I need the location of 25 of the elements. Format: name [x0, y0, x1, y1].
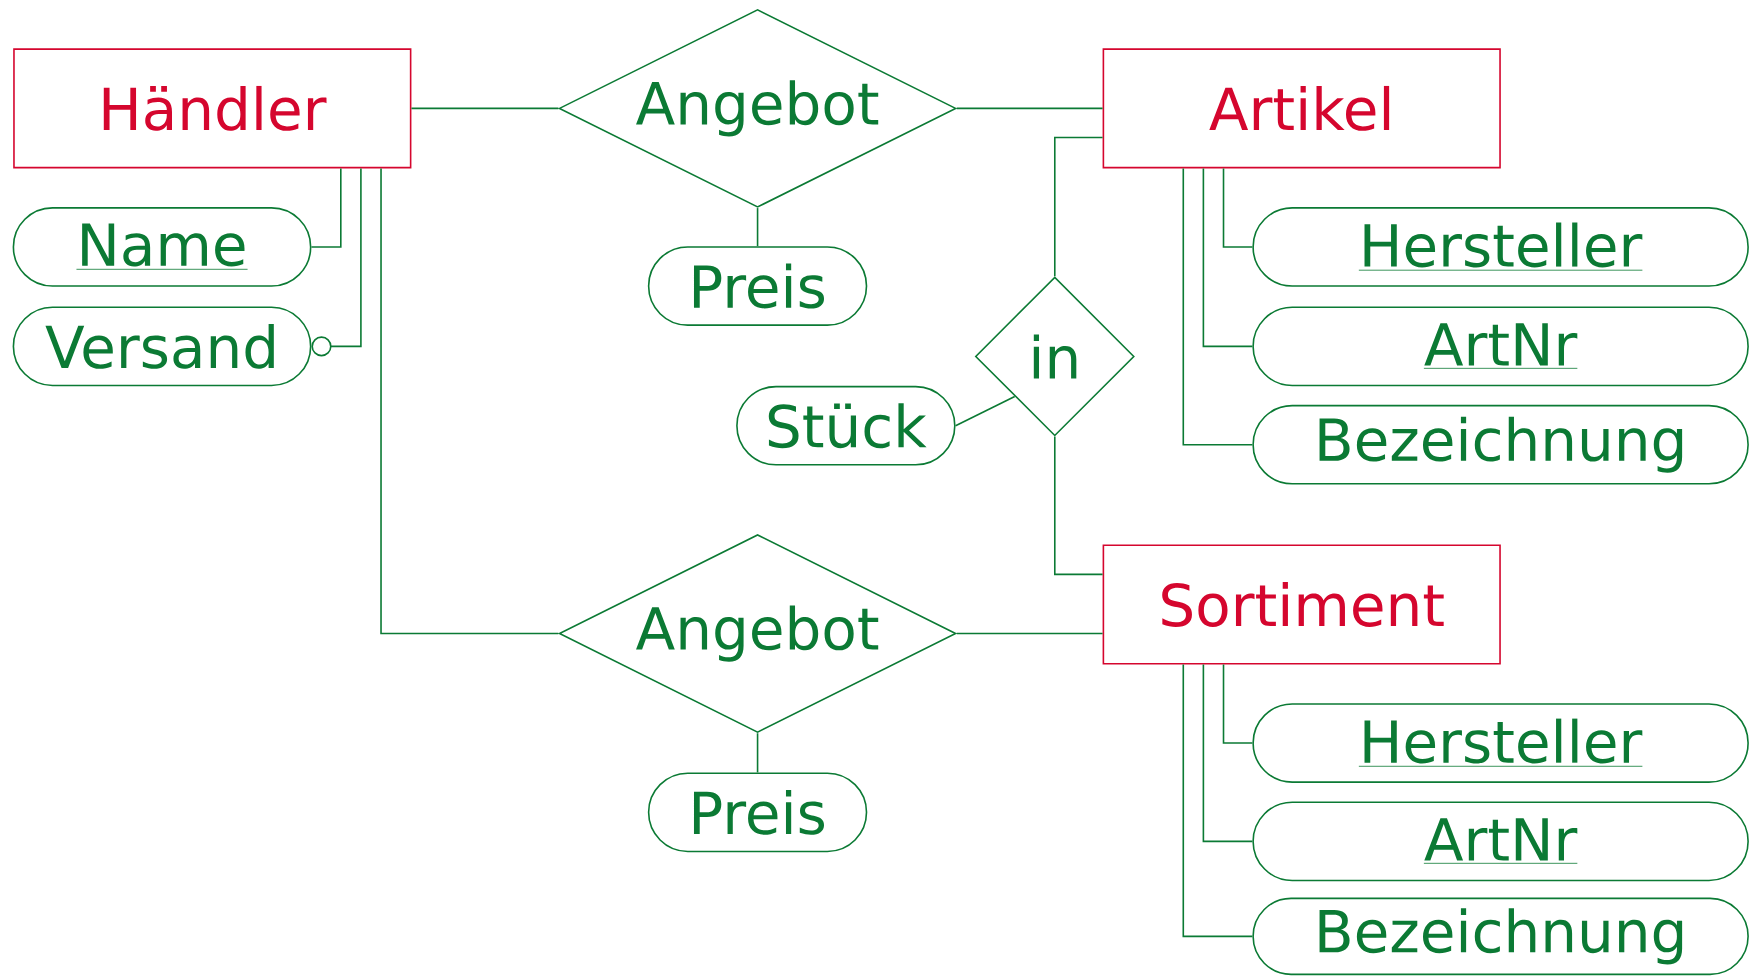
attribute-oval: ArtNr	[1252, 306, 1749, 387]
entity-box: Sortiment	[1102, 544, 1501, 665]
connector-line	[1054, 136, 1104, 278]
connector-line	[1202, 167, 1254, 348]
connector-line	[1222, 663, 1254, 745]
connector-line	[1182, 167, 1254, 446]
connector-line	[1222, 167, 1254, 248]
connector-line	[310, 167, 342, 248]
attribute-oval: Hersteller	[1252, 703, 1749, 784]
attribute-oval: Name	[12, 207, 312, 288]
attribute-oval: Hersteller	[1252, 207, 1749, 288]
connector-line	[410, 107, 560, 110]
connector-line	[311, 167, 362, 357]
connector-line	[756, 732, 759, 774]
connector-line	[1202, 663, 1254, 843]
attribute-oval: ArtNr	[1252, 801, 1749, 882]
connector-line	[756, 207, 759, 248]
connector-line	[955, 107, 1104, 110]
entity-box: Artikel	[1102, 48, 1501, 169]
connector-line	[954, 395, 1016, 427]
connector-line	[380, 167, 560, 635]
entity-box: Händler	[13, 48, 412, 169]
connector-line	[955, 632, 1104, 635]
connector-line	[1182, 663, 1254, 938]
connector-line	[1054, 436, 1104, 576]
